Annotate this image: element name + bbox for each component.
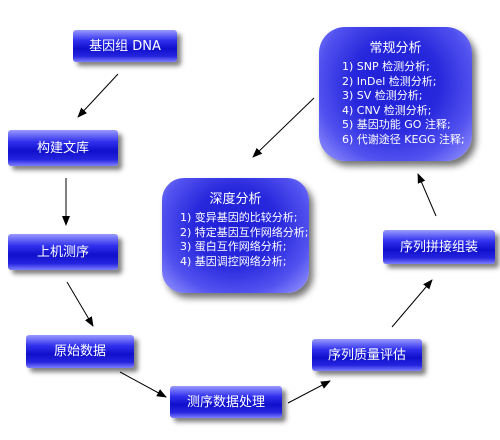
data-processing-label: 测序数据处理: [186, 394, 265, 410]
quality-assessment-label: 序列质量评估: [327, 347, 406, 363]
deep-analysis-title: 深度分析: [209, 192, 262, 207]
deep-analysis-item: 1) 变异基因的比较分析;: [180, 211, 298, 224]
deep-analysis-item: 2) 特定基因互作网络分析;: [180, 225, 309, 239]
routine-analysis-item: 1) SNP 检测分析;: [342, 60, 430, 73]
raw-data-box: 原始数据: [26, 335, 134, 368]
sequence-assembly-label: 序列拼接组装: [399, 239, 478, 255]
build-library-label: 构建文库: [36, 140, 89, 156]
arrow-raw-to-processing: [119, 371, 167, 398]
arrow-dna-to-library: [77, 73, 119, 118]
sequencing-box: 上机测序: [8, 234, 118, 270]
routine-analysis-item: 2) InDel 检测分析;: [342, 74, 437, 88]
sequence-assembly-box: 序列拼接组装: [383, 230, 495, 264]
arrow-sequencing-to-raw: [66, 281, 94, 327]
arrow-assembly-to-routine: [417, 173, 437, 217]
routine-analysis-item: 5) 基因功能 GO 注释;: [342, 118, 451, 131]
data-processing-box: 测序数据处理: [170, 386, 282, 418]
quality-assessment-box: 序列质量评估: [312, 339, 422, 371]
arrow-quality-to-assembly: [391, 279, 433, 328]
deep-analysis-item: 4) 基因调控网络分析;: [180, 254, 287, 268]
arrow-processing-to-quality: [287, 380, 331, 404]
routine-analysis-panel: 常规分析 1) SNP 检测分析; 2) InDel 检测分析; 3) SV 检…: [319, 27, 472, 161]
routine-analysis-item: 3) SV 检测分析;: [342, 89, 423, 102]
genomic-dna-box: 基因组 DNA: [73, 30, 177, 62]
routine-analysis-item: 4) CNV 检测分析;: [342, 103, 432, 117]
routine-analysis-title: 常规分析: [369, 41, 422, 56]
sequencing-label: 上机测序: [36, 244, 89, 260]
genomic-dna-label: 基因组 DNA: [89, 38, 161, 54]
routine-analysis-item: 6) 代谢途径 KEGG 注释;: [342, 132, 465, 146]
deep-analysis-item: 3) 蛋白互作网络分析;: [180, 240, 287, 253]
deep-analysis-panel: 深度分析 1) 变异基因的比较分析; 2) 特定基因互作网络分析; 3) 蛋白互…: [162, 178, 309, 293]
arrow-routine-to-deep: [252, 97, 315, 158]
raw-data-label: 原始数据: [53, 344, 106, 359]
build-library-box: 构建文库: [8, 130, 118, 166]
